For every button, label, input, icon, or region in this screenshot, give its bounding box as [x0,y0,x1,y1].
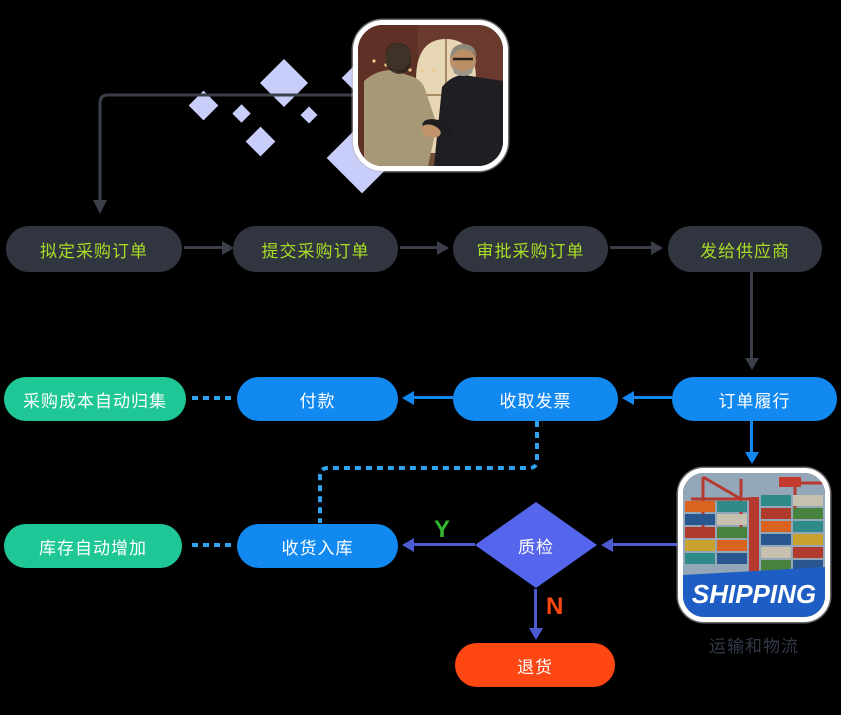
arrowhead-left [402,391,414,405]
shipping-caption: 运输和物流 [709,637,799,656]
arrowhead-left [601,538,613,552]
node-payment: 付款 [237,377,398,421]
dotted-link [192,543,234,547]
node-submit-po: 提交采购订单 [233,226,398,272]
arrowhead-down [529,628,543,640]
arrowhead-down [745,358,759,370]
arrowhead-down [745,452,759,464]
shipping-photo-art: SHIPPING [683,473,825,617]
arrow-line [750,272,753,358]
arrowhead-right [222,241,234,255]
node-cost-collection: 采购成本自动归集 [4,377,186,421]
node-draft-po: 拟定采购订单 [6,226,182,272]
arrow-line [634,396,672,399]
node-label: 发给供应商 [700,241,790,261]
arrow-line [613,543,677,546]
connector-photo-to-draft [93,93,356,214]
node-label: 收取发票 [499,391,572,411]
node-label: 采购成本自动归集 [23,391,167,411]
arrow-line [534,589,537,628]
node-label: 库存自动增加 [39,538,147,558]
dotted-connector-invoice-to-receive [318,421,539,523]
arrow-line [750,421,753,452]
yes-branch-label: Y [434,516,451,543]
arrowhead-right [651,241,663,255]
arrow-line [610,246,651,249]
man-left [364,43,437,166]
node-label: 拟定采购订单 [40,241,148,261]
node-goods-receipt: 收货入库 [237,524,398,568]
node-return-goods: 退货 [455,643,615,687]
node-order-fulfillment: 订单履行 [672,377,837,421]
node-receive-invoice: 收取发票 [453,377,618,421]
arrow-line [184,246,222,249]
node-send-to-supplier: 发给供应商 [668,226,822,272]
man-right [434,44,503,166]
node-label: 提交采购订单 [261,241,370,261]
handshake-photo-art [358,25,503,166]
node-label: 订单履行 [718,391,791,411]
node-stock-increase: 库存自动增加 [4,524,182,568]
arrowhead-left [402,538,414,552]
handshake-photo [353,20,508,171]
arrow-line [414,543,475,546]
arrow-line [400,246,437,249]
no-branch-label: N [546,593,564,620]
node-label: 收货入库 [281,538,354,558]
arrowhead-right [437,241,449,255]
dotted-link [192,396,234,400]
node-label: 质检 [518,537,554,557]
arrow-line [414,396,453,399]
node-label: 审批采购订单 [476,241,585,261]
shipping-photo: SHIPPING [678,468,830,622]
node-approve-po: 审批采购订单 [453,226,608,272]
node-label: 退货 [517,657,553,677]
arrowhead-left [622,391,634,405]
shipping-banner-text: SHIPPING [692,579,816,609]
node-label: 付款 [299,391,336,411]
